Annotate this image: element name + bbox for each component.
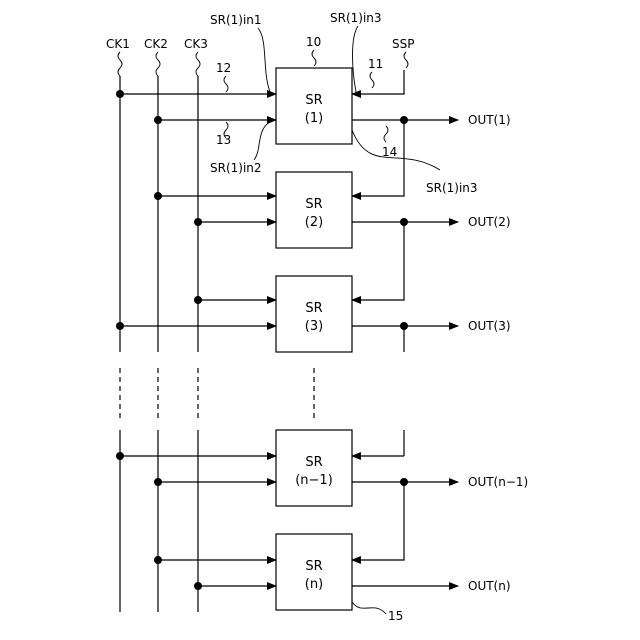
ssp-leader [404, 52, 408, 68]
outn-label: OUT(n) [468, 579, 511, 593]
annotation-in1: SR(1)in1 [210, 13, 262, 27]
ref-15: 15 [388, 609, 403, 623]
sr-index-n-minus-1: (n−1) [295, 473, 333, 488]
junction-ck2-sr1 [154, 116, 162, 124]
ck2-leader [156, 52, 160, 76]
sr-index-1: (1) [305, 111, 323, 126]
ck3-leader [196, 52, 200, 76]
ref-12: 12 [216, 61, 231, 75]
out2-label: OUT(2) [468, 215, 511, 229]
sr-label-1: SR [305, 93, 322, 108]
out3-label: OUT(3) [468, 319, 511, 333]
outn1-feedback [352, 482, 404, 560]
out2-feedback [352, 222, 404, 300]
ref-13: 13 [216, 133, 231, 147]
ref-11: 11 [368, 57, 383, 71]
annotation-in2-leader [254, 122, 270, 160]
sr-label-n-minus-1: SR [305, 455, 322, 470]
sr-label-3: SR [305, 301, 322, 316]
ref-10: 10 [306, 35, 321, 49]
ck3-label: CK3 [184, 37, 208, 51]
sr-index-2: (2) [305, 215, 323, 230]
annotation-in1-leader [258, 28, 270, 92]
ck2-label: CK2 [144, 37, 168, 51]
ref-10-leader [312, 50, 316, 66]
junction-ck2-srn1 [154, 478, 162, 486]
junction-ck2-srn [154, 556, 162, 564]
ref-12-leader [224, 76, 228, 92]
junction-ck2-sr2 [154, 192, 162, 200]
ssp-label: SSP [392, 37, 414, 51]
sr-index-n: (n) [305, 577, 323, 592]
ck1-leader [118, 52, 122, 76]
junction-ck1-sr1 [116, 90, 124, 98]
ck1-label: CK1 [106, 37, 130, 51]
junction-ck3-srn [194, 582, 202, 590]
ssp-wire [352, 70, 404, 94]
annotation-in3-right: SR(1)in3 [426, 181, 478, 195]
ref-14-leader [384, 126, 388, 142]
annotation-in3-top: SR(1)in3 [330, 11, 382, 25]
ref-11-leader [370, 72, 374, 88]
junction-ck1-srn1 [116, 452, 124, 460]
annotation-in2: SR(1)in2 [210, 161, 262, 175]
out1-label: OUT(1) [468, 113, 511, 127]
outn1-label: OUT(n−1) [468, 475, 528, 489]
junction-ck3-sr2 [194, 218, 202, 226]
sr-label-2: SR [305, 197, 322, 212]
sr-label-n: SR [305, 559, 322, 574]
junction-ck1-sr3 [116, 322, 124, 330]
annotation-in3-top-leader [353, 26, 359, 92]
junction-ck3-sr3 [194, 296, 202, 304]
sr-index-3: (3) [305, 319, 323, 334]
ref-15-leader [352, 602, 386, 614]
